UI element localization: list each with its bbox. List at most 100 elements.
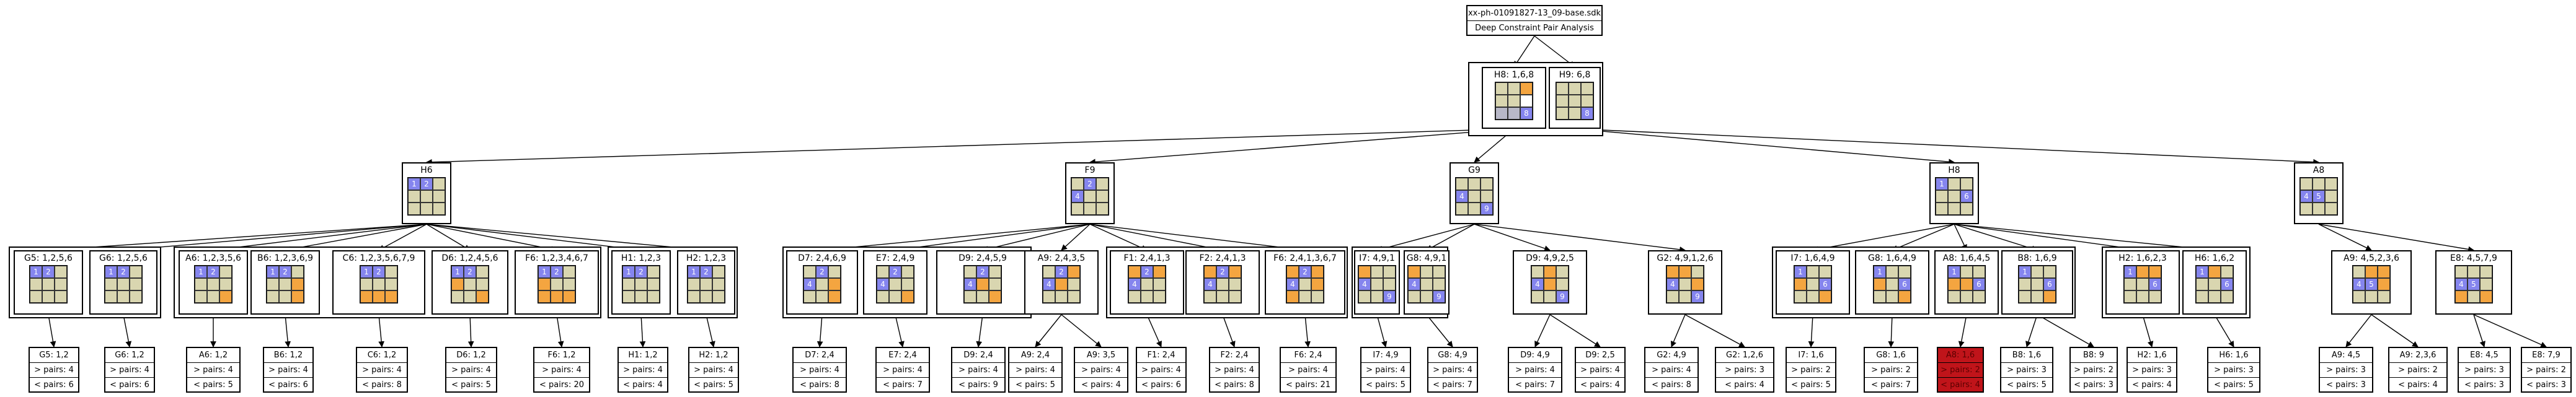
grid-cell [1960,203,1973,215]
root-title: Deep Constraint Pair Analysis [1475,24,1594,33]
edge-a9-la9a [1035,314,1062,347]
edge-i7-li7 [1376,314,1388,347]
grid-cell: 6 [1973,278,1985,290]
leaf-inner-pairs: < pairs: 8 [1215,380,1254,390]
grid-cell [1371,290,1383,303]
grid-cell [1679,278,1691,290]
grid-cell [2043,290,2056,303]
grid-cell [1973,266,1985,278]
node-label: F2: 2,4,1,3 [1199,253,1246,263]
edge-h2-lh2 [706,314,715,347]
edge-f9-d9 [982,224,1091,252]
leaf-outer-pairs: > pairs: 4 [1009,363,1061,378]
grid-cell: 2 [1299,266,1311,278]
edge-root-h9a [1534,35,1575,68]
grid-cell [207,290,219,303]
grid-cell [563,278,575,290]
edge-f6b-lf6b [1304,314,1311,347]
edge-h6-c6 [378,224,427,251]
leaf-inner-pairs: < pairs: 3 [2526,380,2566,390]
leaf-inner-pairs: < pairs: 5 [1016,380,1055,390]
leaf-inner-pairs: < pairs: 6 [34,380,74,390]
edge-h6-g5 [48,224,427,253]
grid-cell [105,290,117,303]
leaf-cells: F6: 1,2 [534,348,589,363]
grid-cell [2149,290,2161,303]
leaf-inner-pairs: < pairs: 5 [451,380,491,390]
grid-cell [1311,290,1324,303]
grid-cell [964,290,976,303]
leaf-inner-pairs: < pairs: 8 [800,380,839,390]
grid-cell [1544,290,1556,303]
grid-cell [2136,278,2149,290]
node-label: A6: 1,2,3,5,6 [185,253,241,263]
leaf-outer-pairs: > pairs: 4 [794,363,846,378]
grid-cell: 2 [420,178,433,190]
grid-cell [1691,278,1704,290]
grid-cell [2208,266,2221,278]
grid-cell [1299,278,1311,290]
leaf-outer-pairs: > pairs: 4 [357,363,407,378]
leaf-la6: A6: 1,2> pairs: 4< pairs: 5 [186,347,241,393]
grid-cell [2043,266,2056,278]
edge-h8a-f9 [1089,128,1515,165]
leaf-cells: D9: 2,4 [952,348,1004,363]
grid-cell [1141,290,1153,303]
leaf-cells: A9: 2,3,6 [2389,348,2446,363]
edge-b8-lb8a [2025,314,2038,347]
leaf-inner-pairs: < pairs: 6 [1141,380,1181,390]
grid-cell [901,290,914,303]
leaf-lh6b: H6: 1,6> pairs: 3< pairs: 5 [2207,347,2260,393]
grid-cell [279,278,291,290]
grid-cell [42,278,55,290]
leaf-outer-pairs: > pairs: 2 [2389,363,2446,378]
grid-cell [2208,290,2221,303]
grid-cell: 1 [538,266,551,278]
node-label: A8: 1,6,4,5 [1942,253,1991,263]
leaf-inner-pairs: < pairs: 5 [2214,380,2254,390]
edge-f9-e7 [895,224,1091,253]
edge-root-h8a [1513,35,1535,68]
edge-d9b-ld9b [1534,314,1551,347]
grid-cell [130,266,142,278]
grid-cell [451,278,464,290]
grid-cell: 4 [2300,190,2313,203]
leaf-cells: D7: 2,4 [794,348,846,363]
grid-cell [1071,203,1084,215]
edge-h9a-a8 [1574,128,2319,165]
leaf-inner-pairs: < pairs: 6 [110,380,149,390]
grid-cell [1960,278,1973,290]
grid-cell [1495,82,1508,95]
grid-cell [2136,290,2149,303]
grid-cell [635,278,647,290]
grid-cell: 6 [1898,278,1911,290]
leaf-inner-pairs: < pairs: 5 [193,380,233,390]
leaf-inner-pairs: < pairs: 4 [1081,380,1121,390]
edge-a8-a9b [2318,224,2372,251]
leaf-outer-pairs: > pairs: 3 [2208,363,2259,378]
grid-cell [408,190,420,203]
grid-cell: 1 [408,178,420,190]
leaf-inner-pairs: < pairs: 4 [623,380,663,390]
grid-cell [2353,290,2365,303]
leaf-cells: F6: 2,4 [1281,348,1335,363]
grid-cell [2221,266,2233,278]
edge-h8-g8b [1892,224,1955,251]
grid-cell [551,278,563,290]
grid-cell [30,278,42,290]
leaf-la8b: A8: 1,6> pairs: 2< pairs: 4 [1937,347,1984,393]
node-label: H8: 1,6,8 [1494,70,1534,80]
